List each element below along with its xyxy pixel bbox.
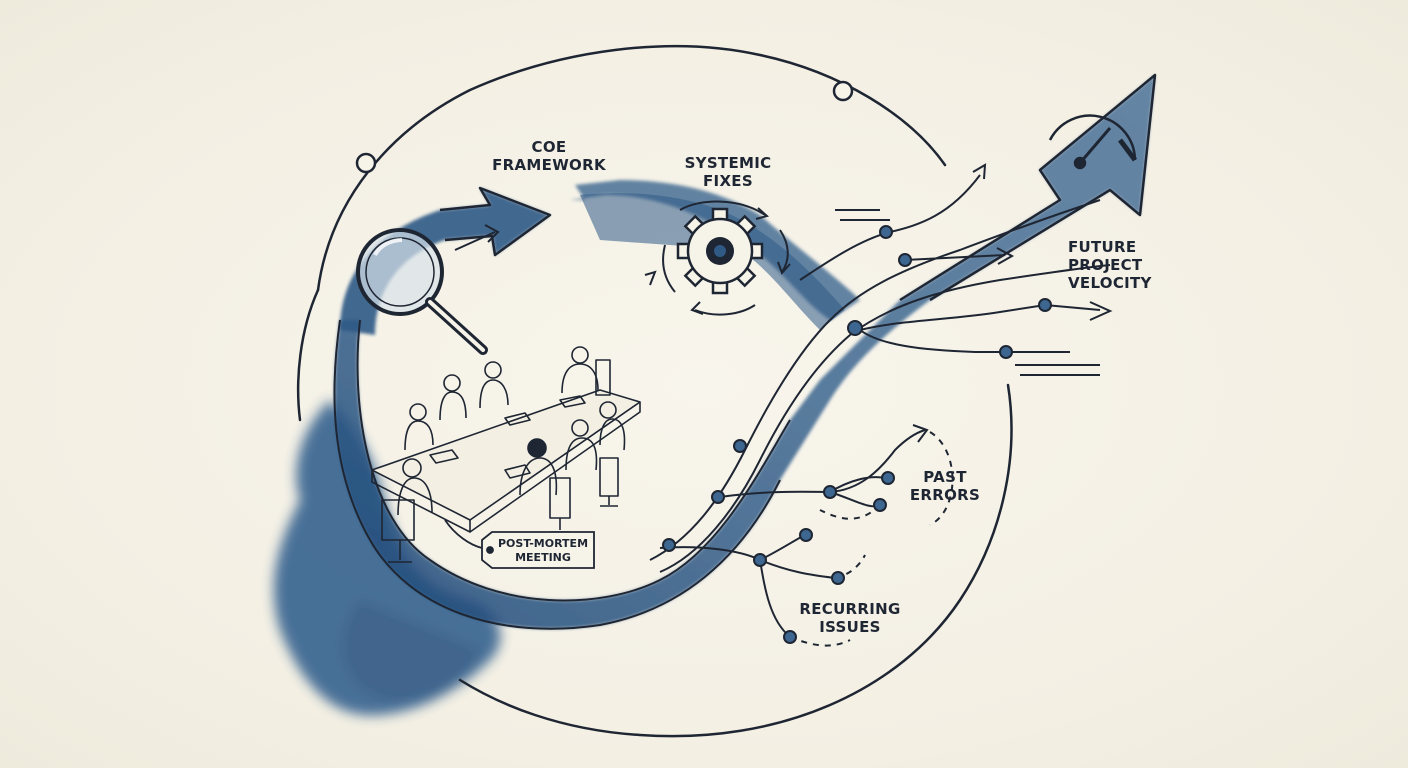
past-errors-label: PAST ERRORS — [895, 468, 995, 504]
magnifying-glass-icon — [358, 230, 483, 350]
systemic-fixes-label: SYSTEMIC FIXES — [668, 154, 788, 190]
coe-framework-label: COE FRAMEWORK — [484, 138, 614, 174]
recurring-issues-label: RECURRING ISSUES — [790, 600, 910, 636]
meeting-table-illustration — [372, 347, 640, 562]
post-mortem-meeting-label: POST-MORTEM MEETING — [492, 537, 594, 565]
future-project-velocity-label: FUTURE PROJECT VELOCITY — [1068, 238, 1168, 292]
